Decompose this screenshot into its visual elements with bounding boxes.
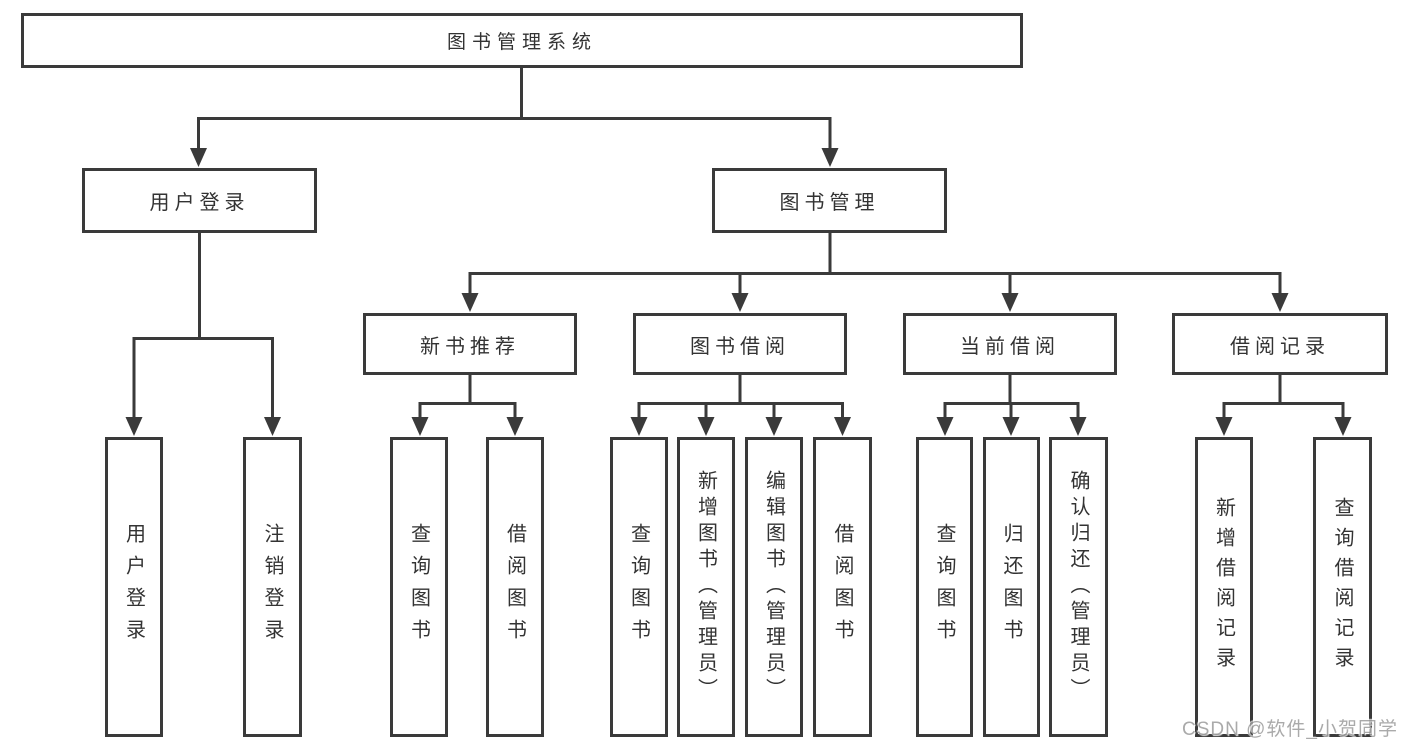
arrowhead-icons (125, 148, 1352, 436)
leaf-user-login: 用户登录 (105, 437, 163, 737)
leaf-borrow-query-books: 查询图书 (610, 437, 668, 737)
node-current-borrow: 当前借阅 (903, 313, 1117, 375)
node-current-borrow-label: 当前借阅 (960, 335, 1060, 358)
node-borrow-records-label: 借阅记录 (1230, 335, 1330, 358)
node-book-borrow-label: 图书借阅 (690, 335, 790, 358)
leaf-logout: 注销登录 (243, 437, 302, 737)
leaf-borrow-borrow-books-label: 借阅图书 (831, 523, 853, 651)
leaf-recommend-borrow-books-label: 借阅图书 (503, 523, 526, 651)
leaf-add-borrow-record: 新增借阅记录 (1195, 437, 1253, 737)
leaf-return-books: 归还图书 (983, 437, 1040, 737)
leaf-user-login-label: 用户登录 (122, 523, 145, 651)
node-new-book-recommend: 新书推荐 (363, 313, 577, 375)
csdn-watermark: CSDN @软件_小贺同学 (1182, 719, 1398, 740)
leaf-current-query-books: 查询图书 (916, 437, 973, 737)
leaf-recommend-query-books-label: 查询图书 (407, 523, 430, 651)
leaf-borrow-query-books-label: 查询图书 (627, 523, 650, 651)
node-book-management-label: 图书管理 (779, 192, 880, 214)
leaf-add-book-admin-label: 新增图书（管理员） (694, 470, 717, 704)
leaf-borrow-borrow-books: 借阅图书 (813, 437, 872, 737)
node-borrow-records: 借阅记录 (1172, 313, 1388, 375)
node-book-management: 图书管理 (712, 168, 947, 233)
leaf-query-borrow-record: 查询借阅记录 (1313, 437, 1372, 737)
leaf-query-borrow-record-label: 查询借阅记录 (1331, 497, 1353, 677)
node-user-login-label: 用户登录 (149, 192, 250, 214)
node-new-book-recommend-label: 新书推荐 (420, 335, 520, 358)
leaf-edit-book-admin: 编辑图书（管理员） (745, 437, 803, 737)
node-root-system: 图书管理系统 (21, 13, 1023, 68)
node-book-borrow: 图书借阅 (633, 313, 847, 375)
leaf-current-query-books-label: 查询图书 (933, 523, 955, 651)
node-root-label: 图书管理系统 (446, 32, 597, 53)
leaf-return-books-label: 归还图书 (1000, 523, 1022, 651)
leaf-recommend-borrow-books: 借阅图书 (486, 437, 544, 737)
leaf-edit-book-admin-label: 编辑图书（管理员） (762, 470, 785, 704)
leaf-logout-label: 注销登录 (261, 523, 283, 651)
leaf-add-borrow-record-label: 新增借阅记录 (1212, 497, 1235, 677)
leaf-add-book-admin: 新增图书（管理员） (677, 437, 735, 737)
node-user-login: 用户登录 (82, 168, 317, 233)
leaf-confirm-return-admin: 确认归还（管理员） (1049, 437, 1108, 737)
leaf-recommend-query-books: 查询图书 (390, 437, 448, 737)
leaf-confirm-return-admin-label: 确认归还（管理员） (1067, 470, 1089, 704)
